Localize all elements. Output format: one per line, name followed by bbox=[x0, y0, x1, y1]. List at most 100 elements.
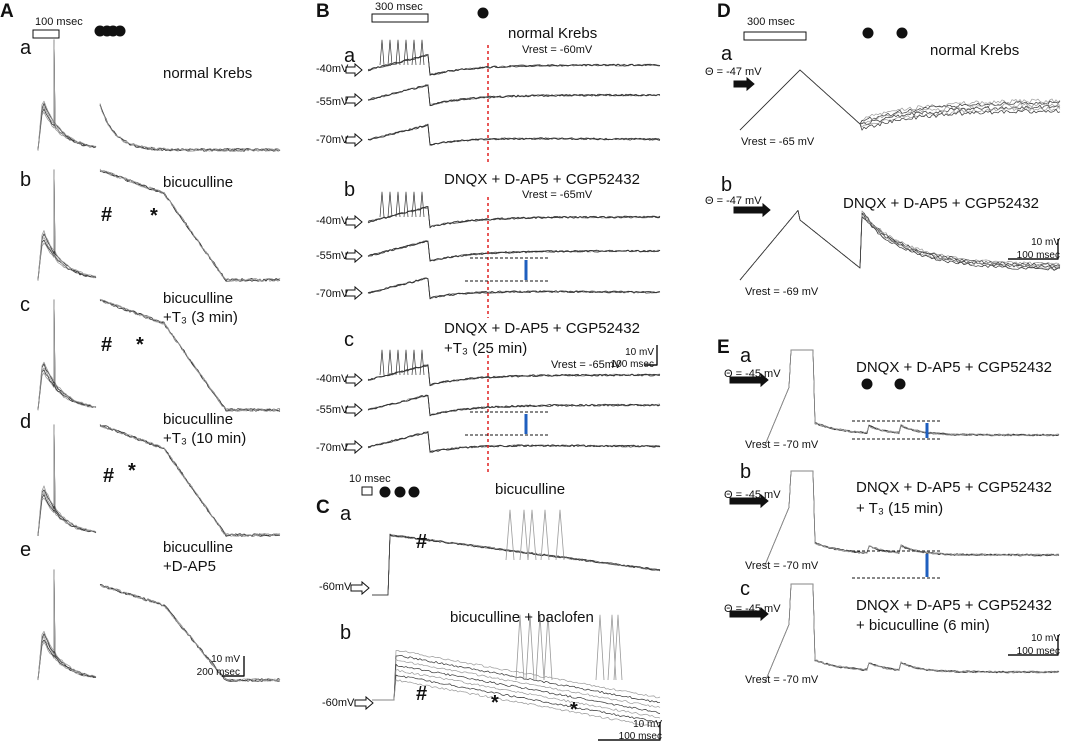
panel-B-trace-0-2-2 bbox=[367, 123, 661, 146]
panel-A-trace-pre-1-1 bbox=[37, 169, 97, 281]
panel-E-vrest-c: Vrest = -70 mV bbox=[745, 674, 819, 686]
panel-B-spike-0-4 bbox=[411, 39, 417, 66]
panel-C-trace-b-2 bbox=[372, 659, 661, 708]
panel-D-label-b: DNQX + D-AP5 + CGP52432 bbox=[843, 195, 1039, 212]
panel-E-label-c: DNQX + D-AP5 + CGP52432 bbox=[856, 597, 1052, 614]
panel-C-scale-mv: 10 mV bbox=[633, 719, 662, 730]
panel-D-theta-arrow-b bbox=[733, 202, 771, 218]
panel-B-vrest-b: Vrest = -65mV bbox=[522, 189, 593, 201]
panel-A-trace-pre-3-0 bbox=[37, 424, 97, 536]
panel-B-timebar-label: 300 msec bbox=[375, 1, 423, 13]
panel-D-vrest-a: Vrest = -65 mV bbox=[741, 136, 815, 148]
panel-E-sub-c: c bbox=[740, 578, 750, 600]
panel-A-trace-post-2-3 bbox=[99, 299, 281, 412]
panel-A-trace-pre-0-4 bbox=[37, 39, 97, 151]
panel-E-scalebar bbox=[1008, 635, 1059, 656]
panel-B-level-arrow-0-0 bbox=[345, 62, 363, 78]
panel-C-spike-a-1 bbox=[519, 509, 529, 561]
panel-A-hash-d: # bbox=[103, 465, 115, 487]
panel-D-scale-mv: 10 mV bbox=[1031, 237, 1060, 248]
panel-A-trace-pre-1-0 bbox=[37, 169, 97, 280]
panel-E-stim-dot-1 bbox=[861, 378, 873, 390]
panel-D-vrest-b: Vrest = -69 mV bbox=[745, 286, 819, 298]
panel-C-spike-b-0 bbox=[515, 614, 525, 681]
panel-B-trace-1-0-2 bbox=[367, 207, 661, 228]
panel-A-hash-c: # bbox=[101, 334, 113, 356]
panel-A-trace-post-0-4 bbox=[99, 105, 281, 152]
panel-D-scale-ms: 100 msec bbox=[1016, 250, 1060, 261]
panel-A-trace-pre-4-3 bbox=[37, 569, 97, 680]
panel-E-sub-b: b bbox=[740, 461, 752, 483]
panel-D-trace-a-0 bbox=[739, 69, 1061, 131]
panel-A-trace-post-1-4 bbox=[99, 170, 281, 282]
panel-B-level-a3: -70mV bbox=[316, 134, 349, 146]
panel-B-level-arrow-1-1 bbox=[345, 248, 363, 264]
panel-A-scale-mv: 10 mV bbox=[211, 654, 240, 665]
panel-B-level-arrow-0-1 bbox=[345, 92, 363, 108]
panel-A-trace-post-4-3 bbox=[99, 584, 281, 682]
panel-C-hash-a: # bbox=[416, 531, 428, 553]
panel-C-vm-arrow-a bbox=[350, 580, 370, 596]
panel-A-trace-pre-2-1 bbox=[37, 299, 97, 411]
panel-A-label-d: bicuculline bbox=[163, 411, 234, 428]
panel-C-trace-a-5 bbox=[372, 534, 661, 596]
panel-C-trace-b-0 bbox=[372, 650, 661, 701]
panel-B-level-c3: -70mV bbox=[316, 442, 349, 454]
panel-E-trace-2-4 bbox=[764, 583, 1060, 683]
panel-A-trace-pre-0-2 bbox=[37, 39, 97, 151]
panel-B-spike-2-3 bbox=[403, 349, 409, 376]
panel-E-stim-dot-2 bbox=[894, 378, 906, 390]
panel-B-level-c1: -40mV bbox=[316, 373, 349, 385]
panel-E-theta-a: Θ = -45 mV bbox=[724, 368, 781, 380]
panel-A-trace-pre-4-0 bbox=[37, 569, 97, 680]
panel-B-trace-1-2-0 bbox=[367, 277, 660, 299]
panel-D-theta-b: Θ = -47 mV bbox=[705, 195, 762, 207]
panel-B-level-a1: -40mV bbox=[316, 63, 349, 75]
panel-A-star-b: * bbox=[150, 205, 158, 227]
panel-A-star-c: * bbox=[136, 334, 144, 356]
panel-D-letter: D bbox=[717, 1, 731, 22]
panel-E-trace-0-4 bbox=[764, 349, 1060, 446]
panel-C-spike-a-4 bbox=[555, 509, 565, 561]
panel-E-label-c2: + bicuculline (6 min) bbox=[856, 617, 990, 634]
panel-A-scale-ms: 200 msec bbox=[196, 667, 240, 678]
panel-A-trace-pre-4-4 bbox=[37, 569, 97, 681]
panel-E-theta-c: Θ = -45 mV bbox=[724, 603, 781, 615]
panel-A-letter: A bbox=[0, 1, 14, 22]
panel-C-stim-dot-0 bbox=[379, 486, 391, 498]
panel-C-trace-b-5 bbox=[372, 674, 661, 724]
panel-C-spike-b-2 bbox=[535, 614, 545, 681]
panel-C-spike-a-0 bbox=[505, 509, 515, 561]
panel-D-theta-a: Θ = -47 mV bbox=[705, 66, 762, 78]
panel-A-trace-pre-0-3 bbox=[37, 39, 97, 151]
panel-E-theta-arrow-0 bbox=[729, 372, 769, 388]
panel-B-level-a2: -55mV bbox=[316, 96, 349, 108]
panel-A-label-e2: +D-AP5 bbox=[163, 558, 216, 575]
panel-C-vm-arrow-b bbox=[354, 695, 374, 711]
panel-A-label-c2: +T₃ (3 min) bbox=[163, 309, 238, 326]
panel-E-vrest-b: Vrest = -70 mV bbox=[745, 560, 819, 572]
panel-A-sub-d: d bbox=[20, 411, 32, 433]
panel-C-trace-b-6 bbox=[372, 679, 661, 729]
panel-C-trace-b-4 bbox=[372, 669, 661, 719]
panel-B-spike-1-5 bbox=[419, 191, 425, 218]
panel-C-spike-b-1 bbox=[525, 614, 535, 681]
panel-A-star-d: * bbox=[128, 460, 136, 482]
panel-C-spike-b-3 bbox=[543, 614, 553, 681]
panel-A-sub-a: a bbox=[20, 37, 32, 59]
panel-B-sub-b: b bbox=[344, 179, 356, 201]
panel-B-scale-mv: 10 mV bbox=[625, 347, 654, 358]
panel-A-trace-pre-1-2 bbox=[37, 169, 97, 280]
panel-C-letter: C bbox=[316, 497, 330, 518]
panel-B-scalebar bbox=[645, 345, 658, 366]
panel-B-level-arrow-0-2 bbox=[345, 132, 363, 148]
panel-A-trace-pre-0-1 bbox=[37, 39, 97, 150]
panel-B-spike-0-1 bbox=[387, 39, 393, 66]
panel-A-trace-pre-4-1 bbox=[37, 569, 96, 680]
panel-A-trace-post-3-3 bbox=[99, 424, 281, 537]
panel-A-sub-c: c bbox=[20, 294, 30, 316]
panel-D-scalebar bbox=[1008, 239, 1059, 260]
panel-B-stim-dot bbox=[477, 7, 489, 19]
panel-E-sub-a: a bbox=[740, 345, 752, 367]
